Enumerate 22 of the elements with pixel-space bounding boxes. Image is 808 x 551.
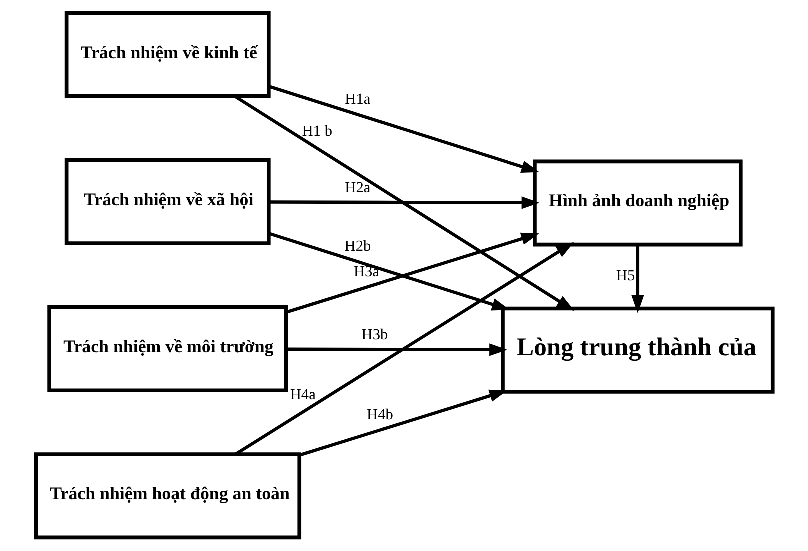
edge-label: H4b [366,406,393,424]
node-box: Trách nhiệm về môi trường [47,306,288,393]
node-box: Trách nhiệm về kinh tế [64,11,270,98]
edge-label: H3a [353,264,380,281]
node-box: Trách nhiệm hoạt động an toàn [34,452,302,540]
arrow [268,196,540,210]
edge-label: H1a [344,91,370,108]
edge-label: H3b [361,326,388,344]
node-box: Trách nhiệm về xã hội [64,158,270,246]
arrow [234,242,574,456]
arrow [234,95,574,312]
arrow [286,232,539,314]
edge-label: H4a [290,386,316,404]
arrow [286,344,508,356]
edge-label: H1 b [302,122,332,140]
node-box: Lòng trung thành của [500,306,774,394]
node-box: Hình ảnh doanh nghiệp [532,160,742,247]
edge-label: H2b [344,238,371,256]
arrow [268,85,540,173]
edge-label: H5 [616,268,635,285]
edge-label: H2a [344,179,370,196]
arrow [631,245,644,314]
